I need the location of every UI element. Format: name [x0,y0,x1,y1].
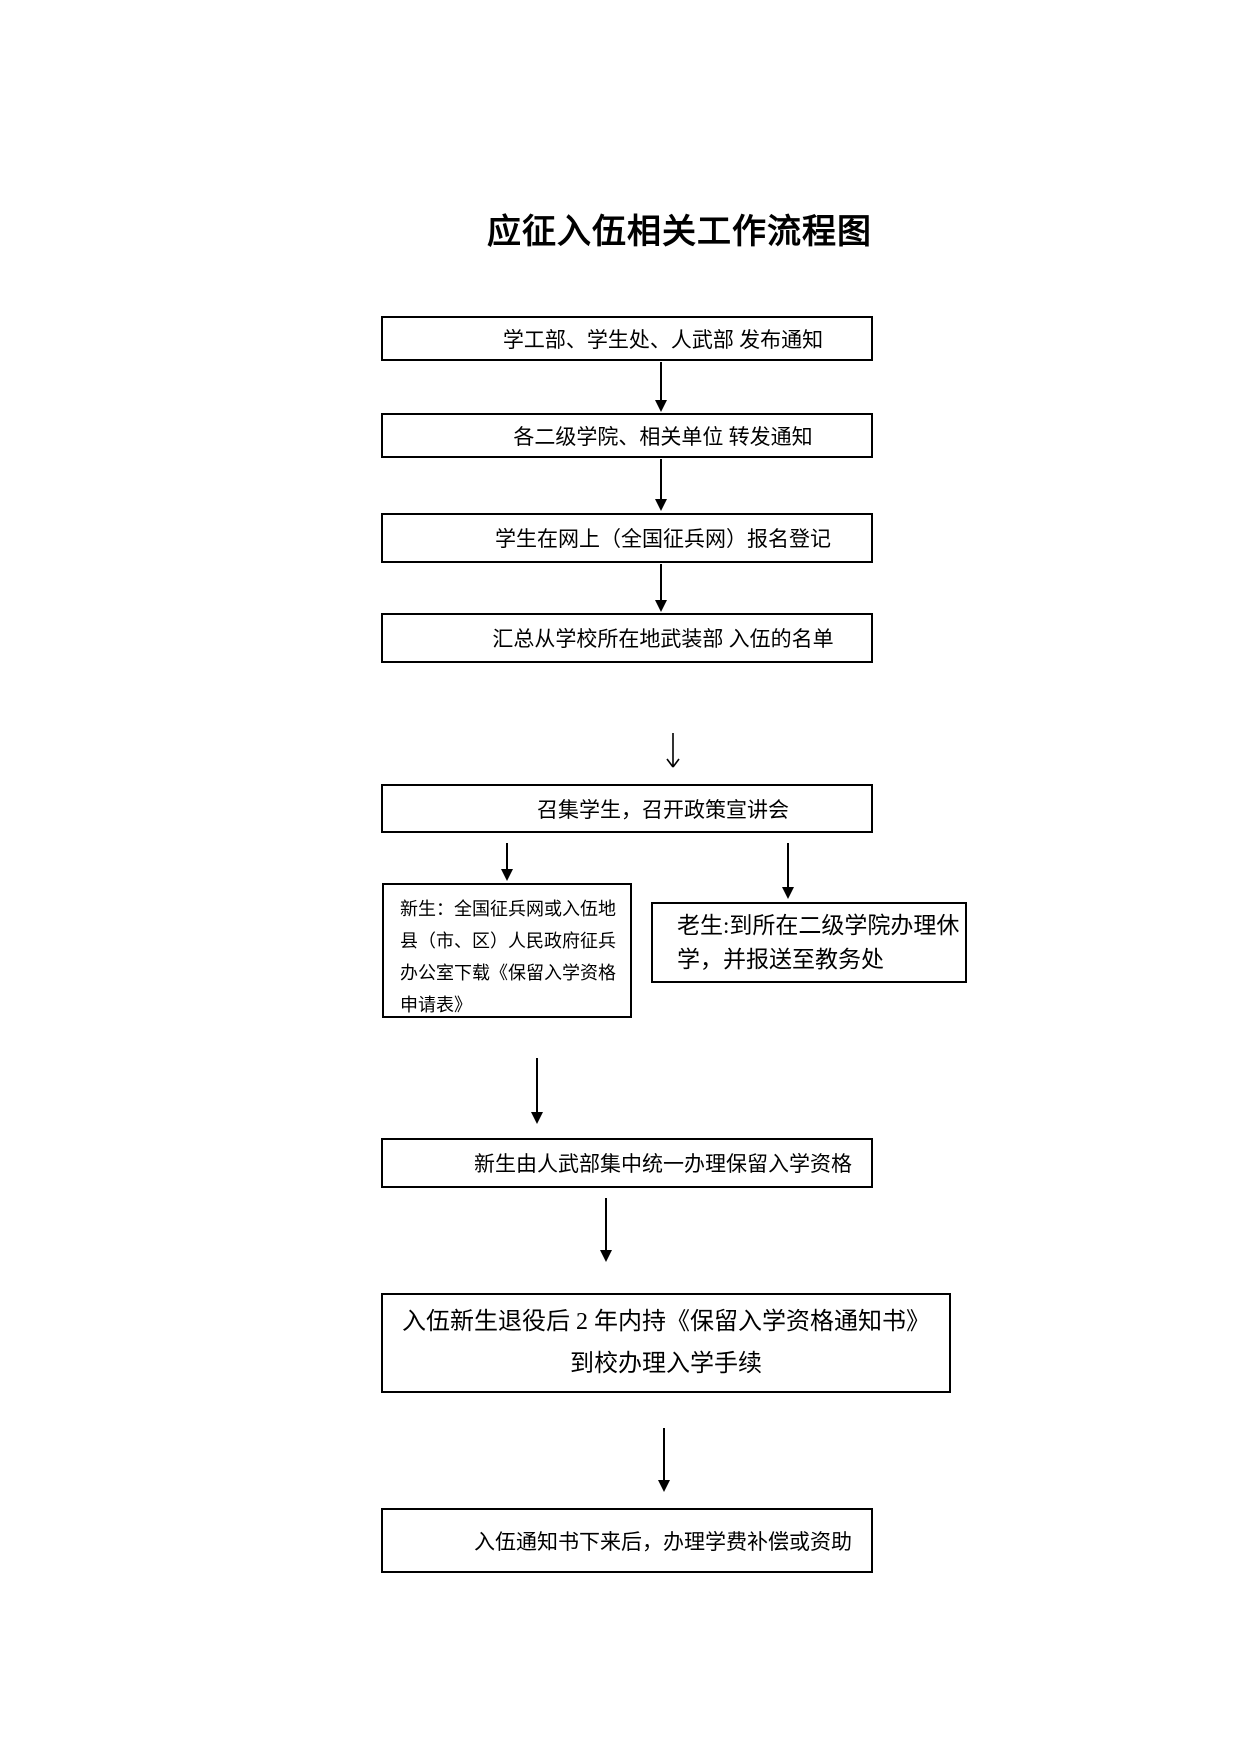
down-arrow-icon-branch-right [787,843,789,887]
flow-box-rollup-list: 汇总从学校所在地武装部 入伍的名单 [381,613,873,663]
flow-box-freshman-branch: 新生：全国征兵网或入伍地 县（市、区）人民政府征兵 办公室下载《保留入学资格 申… [382,883,632,1018]
freshman-line-4: 申请表》 [400,995,472,1015]
down-arrow-icon-2 [660,459,662,499]
flow-box-online-register: 学生在网上（全国征兵网）报名登记 [381,513,873,563]
down-arrow-icon-4 [605,1198,607,1250]
flow-box-retain-qualification: 新生由人武部集中统一办理保留入学资格 [381,1138,873,1188]
freshman-line-1: 新生：全国征兵网或入伍地 [400,899,616,919]
flow-box-tuition-aid-label: 入伍通知书下来后，办理学费补偿或资助 [474,1529,852,1554]
flow-box-senior-branch: 老生:到所在二级学院办理休 学，并报送至教务处 [651,902,967,983]
page-title: 应征入伍相关工作流程图 [487,213,872,251]
flow-box-rollup-list-label: 汇总从学校所在地武装部 入伍的名单 [492,627,834,651]
senior-line-1: 老生:到所在二级学院办理休 [677,913,960,938]
flow-box-tuition-aid: 入伍通知书下来后，办理学费补偿或资助 [381,1508,873,1573]
flow-box-retain-qualification-label: 新生由人武部集中统一办理保留入学资格 [474,1152,852,1176]
flow-box-publish-notice-label: 学工部、学生处、人武部 发布通知 [502,327,824,352]
thin-down-arrow-icon [666,733,680,768]
down-arrow-icon-branch-left [506,843,508,869]
reenroll-line-1: 入伍新生退役后 2 年内持《保留入学资格通知书》 [402,1309,930,1335]
flow-box-publish-notice: 学工部、学生处、人武部 发布通知 [381,316,873,361]
flow-box-reenroll: 入伍新生退役后 2 年内持《保留入学资格通知书》 到校办理入学手续 [381,1293,951,1393]
flow-box-policy-meeting-label: 召集学生，召开政策宣讲会 [537,797,789,822]
flow-box-forward-notice-label: 各二级学院、相关单位 转发通知 [513,424,813,449]
down-arrow-icon-3 [660,564,662,600]
reenroll-line-2: 到校办理入学手续 [570,1351,762,1377]
down-arrow-icon-1 [660,362,662,400]
down-arrow-icon-freshman [536,1058,538,1112]
flow-box-online-register-label: 学生在网上（全国征兵网）报名登记 [495,527,831,551]
flow-box-forward-notice: 各二级学院、相关单位 转发通知 [381,413,873,458]
freshman-line-3: 办公室下载《保留入学资格 [400,963,616,983]
flow-box-policy-meeting: 召集学生，召开政策宣讲会 [381,784,873,833]
freshman-line-2: 县（市、区）人民政府征兵 [400,931,616,951]
senior-line-2: 学，并报送至教务处 [677,947,884,972]
down-arrow-icon-5 [663,1428,665,1480]
